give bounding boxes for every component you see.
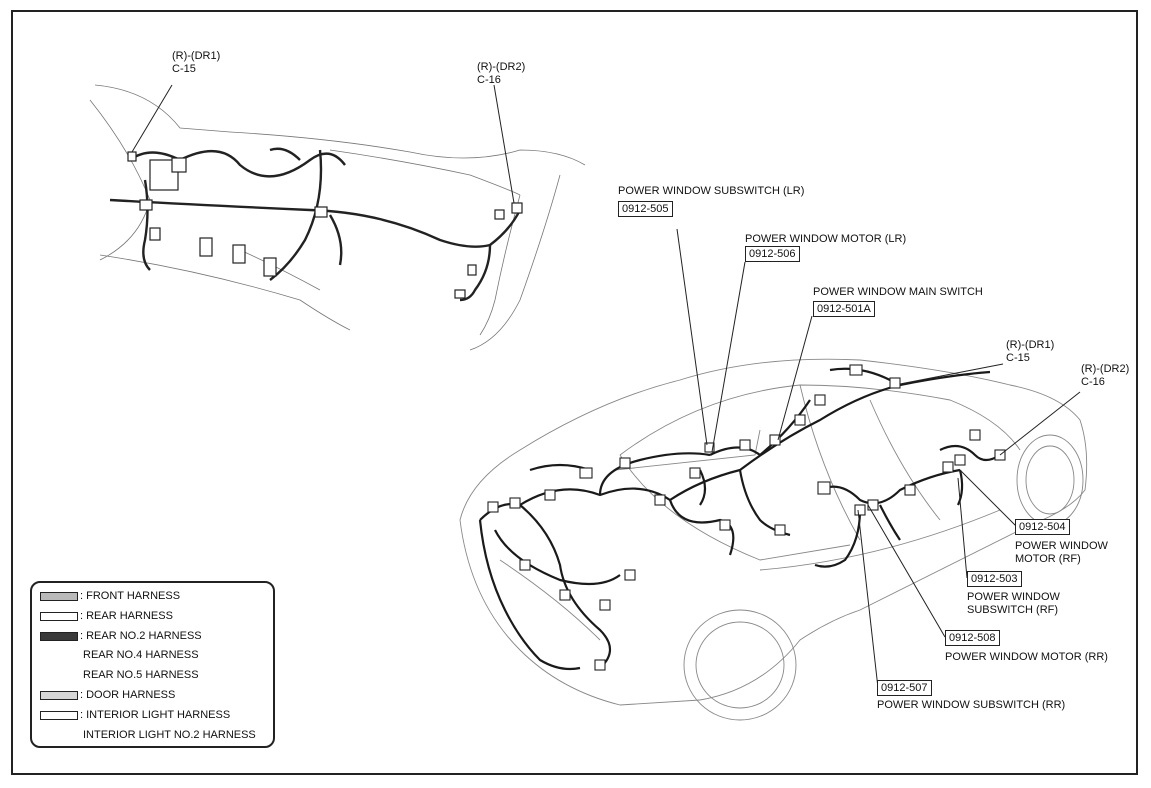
subswitch-rr-code: 0912-507 [877, 680, 932, 696]
legend-text: : REAR HARNESS [80, 610, 173, 623]
legend-swatch [40, 631, 78, 641]
dr1-label-top: (R)-(DR1) [172, 50, 221, 62]
motor-lr-title: POWER WINDOW MOTOR (LR) [745, 233, 907, 245]
dr2-label-top: (R)-(DR2) [477, 61, 526, 73]
legend-item: : FRONT HARNESS [40, 589, 180, 603]
legend-swatch [40, 591, 78, 601]
subswitch-rr-title: POWER WINDOW SUBSWITCH (RR) [877, 699, 1066, 711]
dr1-code-top: C-15 [172, 63, 196, 75]
diagram-frame [11, 10, 1138, 775]
legend-text: INTERIOR LIGHT NO.2 HARNESS [83, 729, 256, 742]
legend-text: : FRONT HARNESS [80, 590, 181, 603]
legend-swatch [40, 611, 78, 621]
motor-rr-title: POWER WINDOW MOTOR (RR) [945, 651, 1108, 663]
harness-legend: : FRONT HARNESS : REAR HARNESS : REAR NO… [30, 581, 275, 748]
dr2-code-main: C-16 [1081, 376, 1105, 388]
motor-lr-code: 0912-506 [745, 246, 800, 262]
legend-item: : REAR HARNESS [40, 609, 173, 623]
subswitch-lr-code: 0912-505 [618, 201, 673, 217]
dr1-code-main: C-15 [1006, 352, 1030, 364]
legend-item: REAR NO.5 HARNESS [83, 668, 199, 682]
main-switch-title: POWER WINDOW MAIN SWITCH [813, 286, 983, 298]
subswitch-lr-title: POWER WINDOW SUBSWITCH (LR) [618, 185, 805, 197]
dr2-code-top: C-16 [477, 74, 501, 86]
legend-swatch [40, 690, 78, 700]
legend-text: REAR NO.5 HARNESS [83, 669, 199, 682]
legend-item: : REAR NO.2 HARNESS [40, 629, 202, 643]
motor-rf-title-1: POWER WINDOW [1015, 540, 1108, 552]
motor-rf-code: 0912-504 [1015, 519, 1070, 535]
legend-item: : DOOR HARNESS [40, 688, 175, 702]
legend-item: : INTERIOR LIGHT HARNESS [40, 708, 230, 722]
legend-text: REAR NO.4 HARNESS [83, 649, 199, 662]
legend-item: INTERIOR LIGHT NO.2 HARNESS [83, 728, 256, 742]
motor-rr-code: 0912-508 [945, 630, 1000, 646]
legend-text: : DOOR HARNESS [80, 689, 176, 702]
dr1-label-main: (R)-(DR1) [1006, 339, 1055, 351]
legend-swatch [40, 710, 78, 720]
subswitch-rf-title-1: POWER WINDOW [967, 591, 1060, 603]
dr2-label-main: (R)-(DR2) [1081, 363, 1130, 375]
motor-rf-title-2: MOTOR (RF) [1015, 553, 1081, 565]
main-switch-code: 0912-501A [813, 301, 875, 317]
legend-text: : REAR NO.2 HARNESS [80, 630, 202, 643]
legend-text: : INTERIOR LIGHT HARNESS [80, 709, 231, 722]
subswitch-rf-title-2: SUBSWITCH (RF) [967, 604, 1059, 616]
subswitch-rf-code: 0912-503 [967, 571, 1022, 587]
legend-item: REAR NO.4 HARNESS [83, 648, 199, 662]
